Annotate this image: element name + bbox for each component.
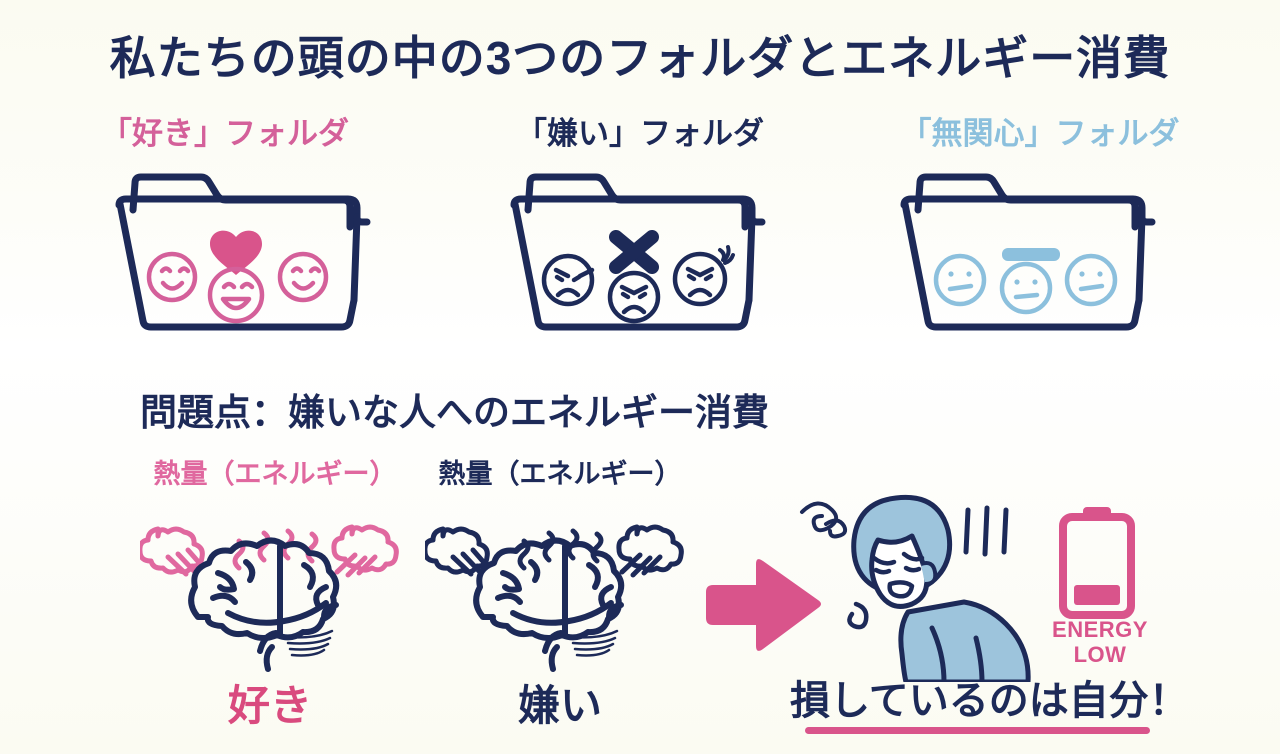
heart-icon [210,230,262,275]
battery-low-icon [1059,507,1135,619]
arrow-right-icon [706,559,821,651]
brain-caption-hate: 嫌い [517,682,602,729]
battery-status-line1: ENERGY [1052,617,1148,642]
folder-like-graphic [115,173,371,331]
person-shoulder-line [973,635,985,685]
brain-icon [188,537,340,672]
person-mouth [887,580,915,599]
dash-icon [1002,248,1060,261]
exhausted-person [790,482,1035,687]
angry-face-icon [541,253,595,307]
steam-cloud-icon [137,526,205,577]
folder-label-indifferent: 「無関心」フォルダ [900,116,1180,151]
smiling-face-icon [207,266,265,324]
folder-label-hate: 「嫌い」フォルダ [516,116,764,151]
brain-icon [473,537,625,672]
dizzy-spiral-icon [800,501,848,539]
folder-hate-graphic [510,173,766,331]
person-arm [929,625,947,685]
steam-cloud-icon [331,524,399,578]
smiling-face-icon [146,251,198,303]
neutral-face-icon [1064,253,1118,307]
droop-lines-icon [963,505,1009,557]
cerebellum-lines [286,629,334,657]
person-body [898,599,1031,685]
steam-cloud-icon [422,526,490,577]
person-ear [920,561,938,586]
folder-label-like: 「好き」フォルダ [101,116,349,151]
conclusion-underline [805,727,1150,734]
sweat-drop-icon [847,601,869,630]
smiling-face-icon [277,251,329,303]
battery-shell [1059,513,1135,619]
person-eyes [871,551,925,575]
battery-fill [1074,585,1120,605]
brain-like-graphic [137,524,399,672]
cross-x-icon [609,230,659,274]
battery-status-line2: LOW [1073,641,1127,667]
cerebellum-lines [571,629,619,657]
battery-indicator [1035,505,1160,625]
anger-mark-icon [718,245,735,265]
folder-like [105,155,395,340]
page-title: 私たちの頭の中の3つのフォルダとエネルギー消費 [109,32,1171,84]
energy-label-like: 熱量（エネルギー） [153,459,397,489]
neutral-face-icon [933,253,987,307]
folder-hate [500,155,790,340]
angry-face-icon [672,251,728,307]
section-heading: 問題点：嫌いな人へのエネルギー消費 [140,392,769,433]
arrow-right [700,552,830,662]
brain-like [137,495,420,680]
steam-cloud-icon [616,524,684,578]
energy-label-hate: 熱量（エネルギー） [438,459,682,489]
conclusion-text: 損しているのは自分！ [790,679,1189,723]
angry-face-icon [607,270,661,324]
exhausted-person-graphic [800,494,1031,685]
brain-caption-like: 好き [227,682,312,729]
battery-status-text: ENERGY LOW [1020,617,1180,667]
brain-hate [422,495,705,680]
folder-indifferent [890,155,1180,340]
brain-hate-graphic [422,524,684,672]
folder-indifferent-graphic [900,173,1156,331]
neutral-face-icon [999,261,1053,315]
